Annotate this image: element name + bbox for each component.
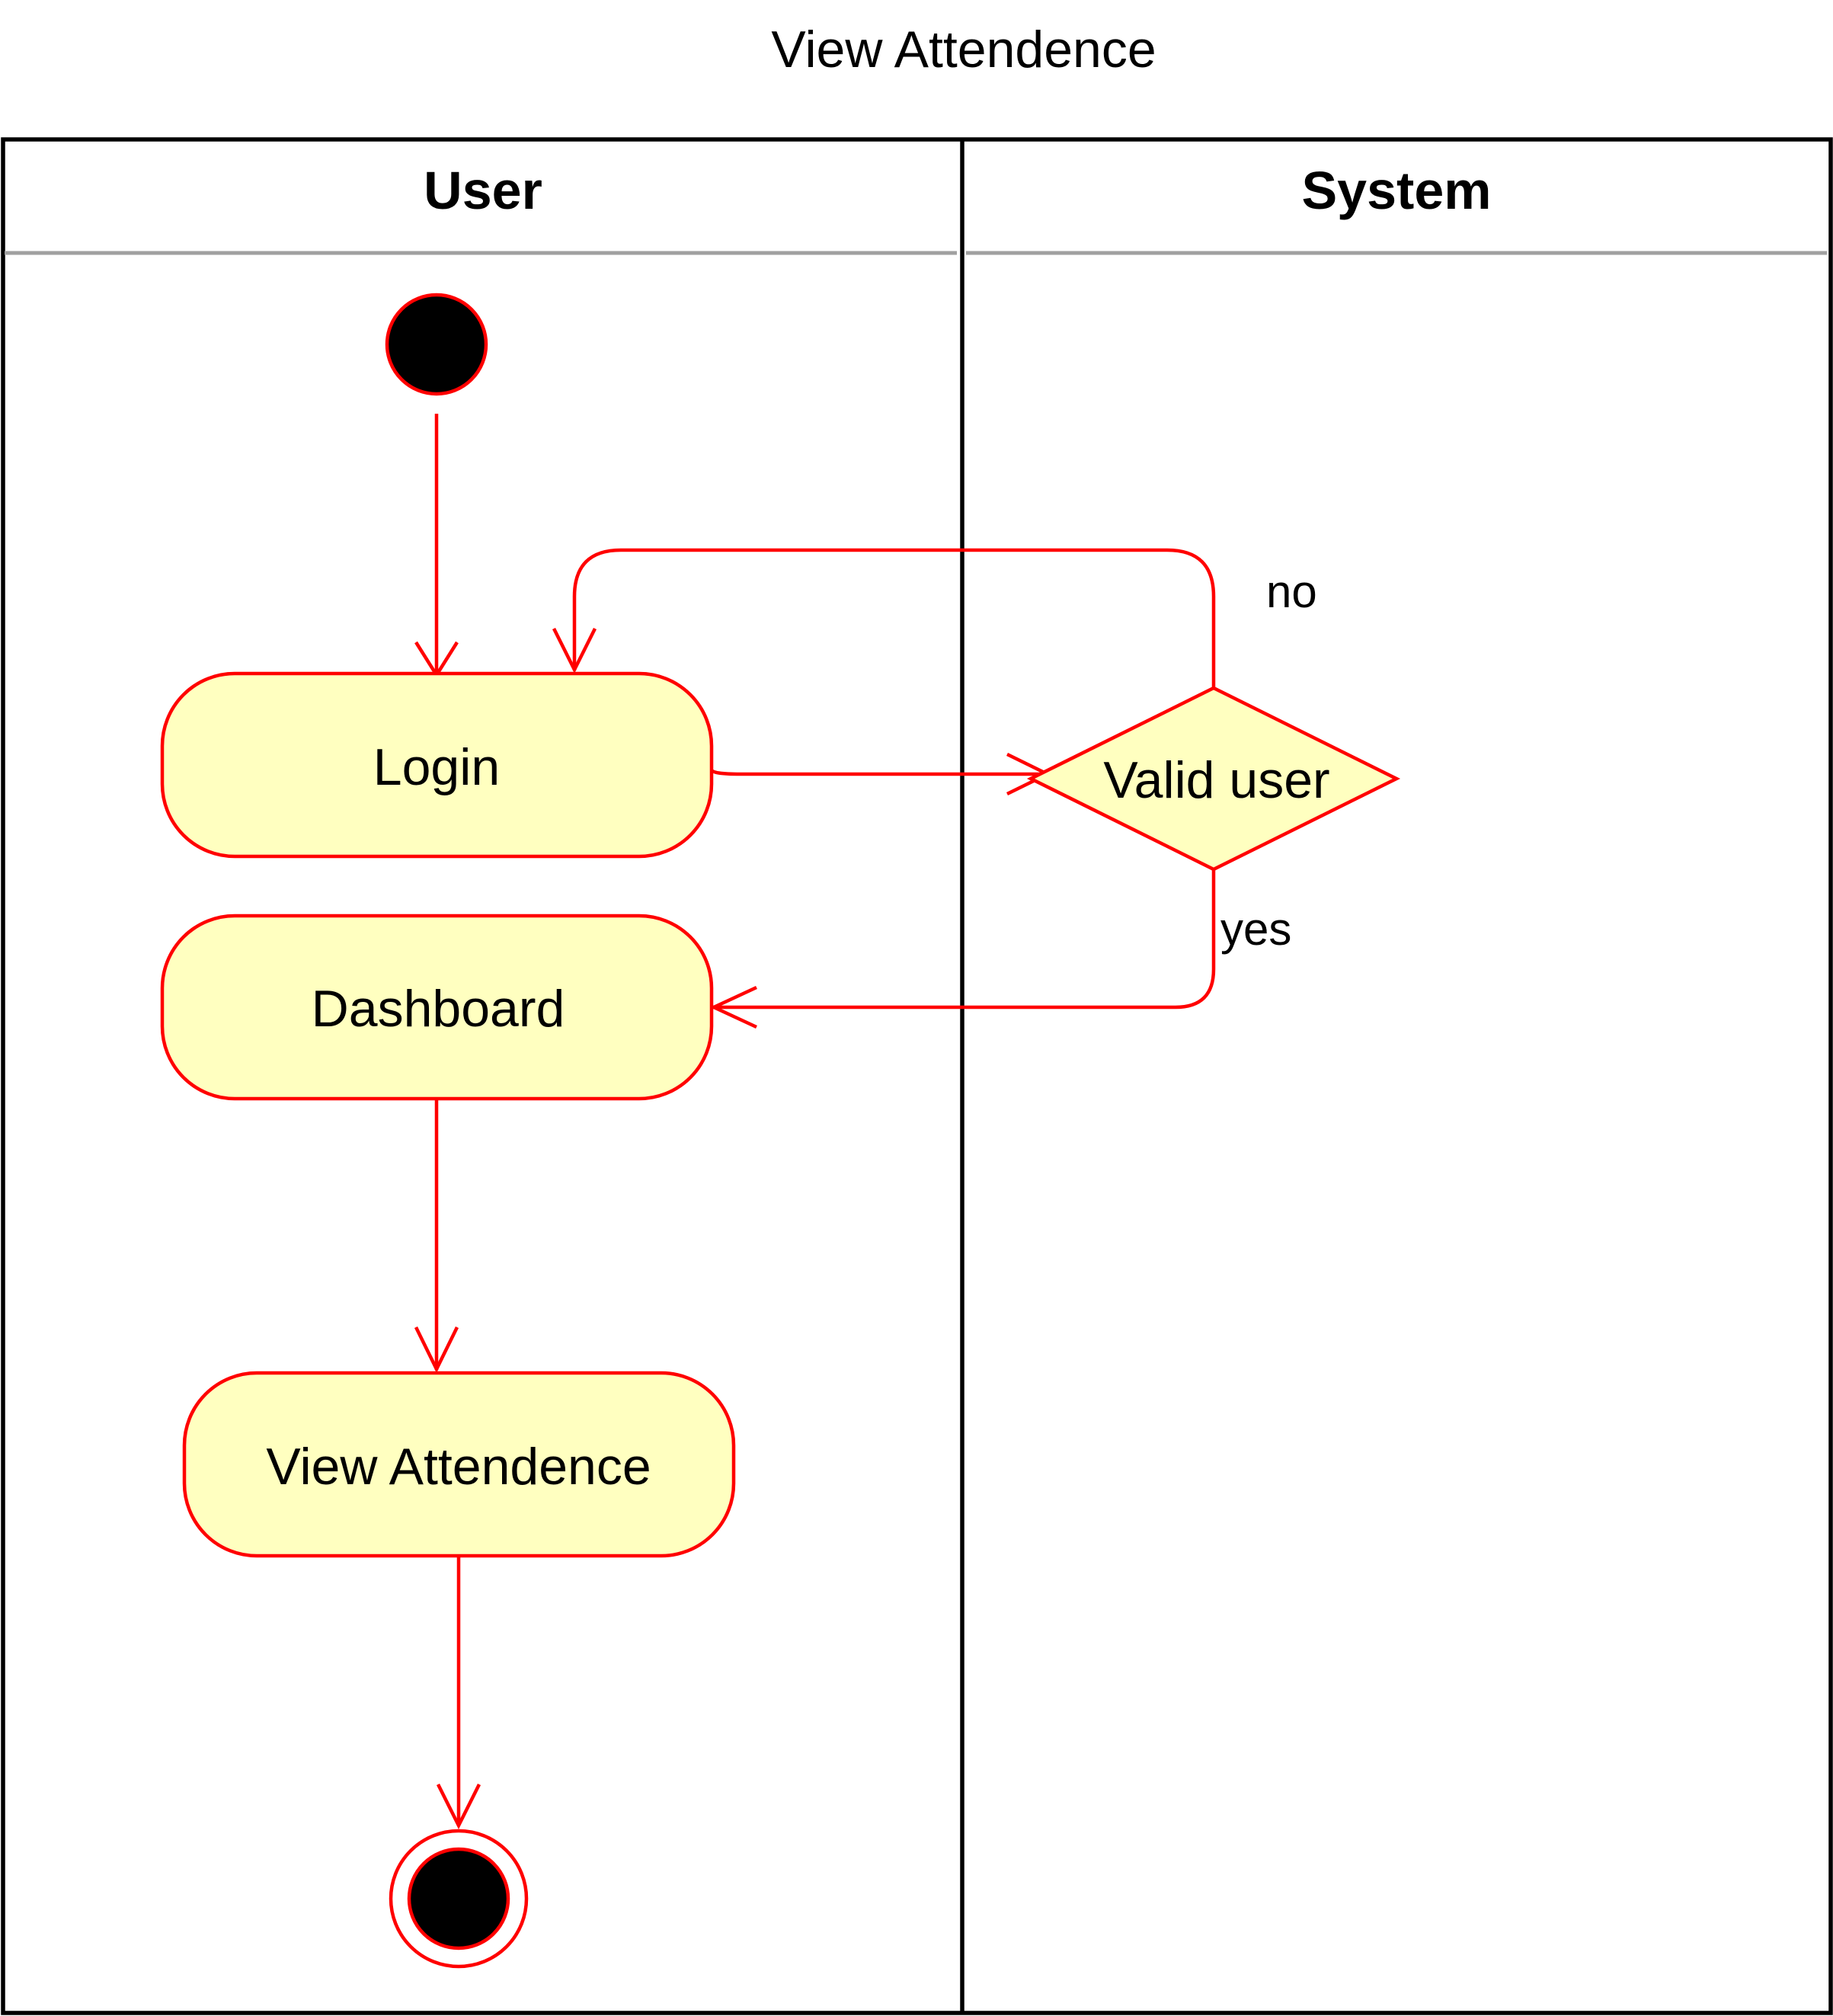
diagram-title: View Attendence	[771, 21, 1156, 78]
arrowhead-decision-yes-to-dashboard	[709, 985, 757, 1029]
final-node	[389, 1829, 529, 1969]
pool-border	[1, 137, 1833, 2015]
lane-label-system: System	[1301, 161, 1491, 220]
activity-dashboard-label: Dashboard	[312, 980, 565, 1038]
edge-decision-no-to-login	[572, 548, 1216, 688]
activity-view-attendence: View Attendence	[182, 1371, 736, 1558]
initial-node	[385, 293, 488, 396]
activity-login: Login	[160, 671, 714, 859]
swimlane-pool: User System	[1, 137, 1833, 2015]
edge-decision-yes-to-dashboard	[713, 869, 1216, 1010]
decision-valid-user: Valid user	[1026, 686, 1401, 872]
arrowhead-dashboard-to-view-attendence	[414, 1326, 459, 1374]
guard-label-no: no	[1266, 566, 1317, 617]
decision-valid-user-label: Valid user	[1103, 751, 1329, 809]
arrowhead-decision-no-to-login	[552, 627, 597, 674]
activity-dashboard: Dashboard	[160, 914, 714, 1101]
activity-view-attendence-label: View Attendence	[266, 1438, 651, 1496]
edge-login-to-decision	[709, 769, 1048, 776]
guard-label-yes: yes	[1220, 904, 1291, 955]
arrowhead-view-attendence-to-end	[436, 1783, 481, 1830]
lane-label-user: User	[424, 161, 542, 220]
edges	[414, 414, 1216, 1830]
activity-login-label: Login	[373, 738, 500, 796]
